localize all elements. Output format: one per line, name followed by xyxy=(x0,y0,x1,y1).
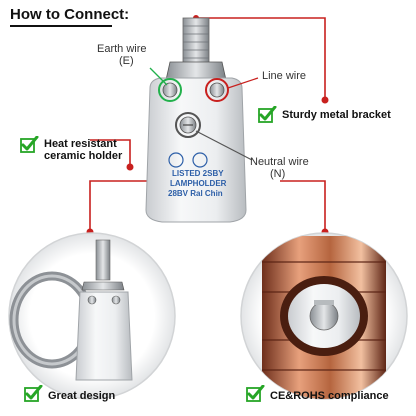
terminal-screw-earth xyxy=(162,82,178,98)
feature-design-text: Great design xyxy=(48,390,116,402)
small-holder-nipple xyxy=(95,239,111,281)
product-text-line1: LISTED 2SBY xyxy=(172,169,224,178)
neutral-wire-text: Neutral wire xyxy=(250,156,309,168)
feature-compliance: CE&ROHS compliance xyxy=(246,385,389,402)
earth-wire-pointer xyxy=(149,67,168,86)
feature-ceramic-line1: Heat resistant xyxy=(44,138,117,150)
connector-ceramic xyxy=(90,139,131,165)
connector-left-circle xyxy=(89,180,150,230)
earth-wire-text: Earth wire xyxy=(97,43,147,55)
earth-wire-marker xyxy=(158,78,182,102)
ceramic-body xyxy=(145,77,247,223)
copper-holder-photo xyxy=(240,232,408,400)
connector-lines xyxy=(89,17,326,230)
line-wire-marker xyxy=(205,78,229,102)
product-print: LISTED 2SBY LAMPHOLDER 28BV Ral Chin xyxy=(168,169,227,198)
product-text-line3: 28BV Ral Chin xyxy=(168,189,223,198)
earth-wire-label: Earth wire (E) xyxy=(97,43,147,67)
check-icon xyxy=(246,385,265,402)
title-underline xyxy=(10,25,112,27)
threaded-nipple xyxy=(182,17,210,71)
terminal-screw-line xyxy=(209,82,225,98)
feature-ceramic-line2: ceramic holder xyxy=(44,150,123,162)
feature-bracket: Sturdy metal bracket xyxy=(258,106,391,123)
check-icon xyxy=(20,136,39,153)
lampholder-image: LISTED 2SBY LAMPHOLDER 28BV Ral Chin xyxy=(145,17,247,223)
connector-bracket xyxy=(196,17,326,98)
earth-wire-code: (E) xyxy=(119,55,134,67)
product-text-line2: LAMPHOLDER xyxy=(170,179,227,188)
check-icon xyxy=(258,106,277,123)
feature-ceramic-text: Heat resistant ceramic holder xyxy=(44,136,122,162)
line-wire-label: Line wire xyxy=(262,70,307,82)
design-photo xyxy=(8,232,176,400)
page-title: How to Connect: xyxy=(10,6,130,23)
small-holder-body xyxy=(75,291,133,381)
check-icon xyxy=(24,385,43,402)
feature-ceramic: Heat resistant ceramic holder xyxy=(20,136,122,162)
feature-compliance-text: CE&ROHS compliance xyxy=(270,390,389,402)
line-wire-pointer xyxy=(227,77,259,89)
connector-right-circle xyxy=(280,180,326,230)
feature-bracket-text: Sturdy metal bracket xyxy=(282,109,391,121)
connector-dot-ceramic xyxy=(126,163,134,171)
feature-design: Great design xyxy=(24,385,115,402)
connector-dot-bracket xyxy=(321,96,329,104)
metal-bracket xyxy=(165,61,227,81)
neutral-wire-pointer xyxy=(195,130,253,161)
neutral-wire-marker xyxy=(175,112,201,138)
neutral-wire-label: Neutral wire (N) xyxy=(250,156,309,180)
neutral-wire-code: (N) xyxy=(270,168,286,180)
